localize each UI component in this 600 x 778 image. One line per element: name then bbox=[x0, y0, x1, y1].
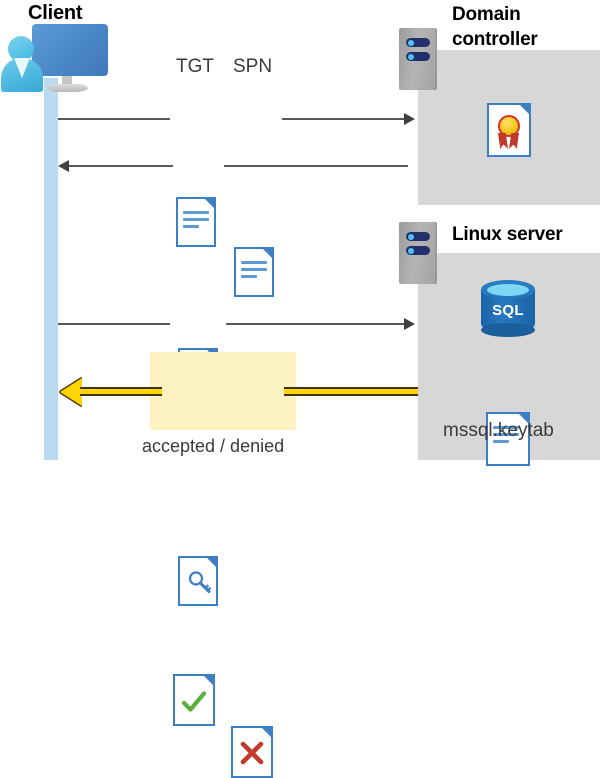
sql-label: SQL bbox=[492, 302, 524, 319]
spn-text-line-3 bbox=[241, 275, 257, 278]
accepted-document-icon bbox=[173, 674, 215, 726]
message-1-line-right bbox=[282, 118, 404, 120]
ticket-key-document-icon-2 bbox=[178, 556, 218, 606]
linux-server-led-bay-2-icon bbox=[406, 246, 430, 255]
message-1-arrowhead bbox=[404, 113, 415, 125]
client-monitor-icon bbox=[32, 24, 108, 76]
linux-server-title: Linux server bbox=[452, 224, 563, 245]
keytab-text-line-1 bbox=[493, 426, 519, 429]
sql-cylinder-bottom bbox=[481, 323, 535, 337]
certificate-medal-icon bbox=[498, 115, 520, 137]
message-2-line-right bbox=[224, 165, 408, 167]
keytab-text-line-3 bbox=[493, 440, 509, 443]
accepted-fold-corner-icon bbox=[202, 674, 215, 687]
tgt-fold-corner-icon bbox=[203, 197, 216, 210]
cross-mark-icon bbox=[240, 741, 264, 765]
client-monitor-stand-icon bbox=[62, 76, 72, 86]
key-glyph-icon-2 bbox=[188, 571, 211, 594]
check-mark-icon bbox=[181, 691, 207, 712]
message-3-arrowhead bbox=[404, 318, 415, 330]
client-user-head-icon bbox=[8, 36, 34, 62]
client-title: Client bbox=[28, 2, 83, 24]
linux-server-server-icon bbox=[399, 222, 437, 284]
sql-database-icon: SQL bbox=[481, 280, 535, 337]
tgt-document-icon bbox=[176, 197, 216, 247]
domain-controller-server-icon bbox=[399, 28, 437, 90]
spn-document-icon bbox=[234, 247, 274, 297]
server-led-bay-2-icon bbox=[406, 52, 430, 61]
server-led-bay-1-icon bbox=[406, 38, 430, 47]
keytab-document-icon bbox=[486, 412, 530, 466]
denied-fold-corner-icon bbox=[260, 726, 273, 739]
domain-controller-title-line1: Domain bbox=[452, 4, 521, 25]
domain-controller-title: Domain controller bbox=[452, 2, 592, 52]
tgt-text-line-3 bbox=[183, 225, 199, 228]
message-1-line-left bbox=[58, 118, 170, 120]
accepted-denied-highlight-box bbox=[150, 352, 296, 430]
certificate-fold-corner-icon bbox=[518, 103, 531, 116]
accepted-denied-label: accepted / denied bbox=[142, 436, 285, 456]
tgt-page-shape bbox=[176, 197, 216, 247]
client-user-collar-icon bbox=[14, 58, 30, 78]
sql-cylinder-top bbox=[481, 280, 535, 299]
client-monitor-base-icon bbox=[48, 84, 88, 92]
denied-document-icon bbox=[231, 726, 273, 778]
message-2-line-left bbox=[69, 165, 173, 167]
tgt-text-line-2 bbox=[183, 218, 209, 221]
keytab-text-line-2 bbox=[493, 433, 519, 436]
spn-text-line-2 bbox=[241, 268, 267, 271]
message-3-line-left bbox=[58, 323, 170, 325]
keytab-fold-corner-icon bbox=[517, 412, 530, 425]
certificate-document-icon bbox=[487, 103, 531, 157]
message-2-arrowhead bbox=[58, 160, 69, 172]
message-3-line-right bbox=[226, 323, 404, 325]
spn-fold-corner-icon bbox=[261, 247, 274, 260]
linux-server-led-bay-1-icon bbox=[406, 232, 430, 241]
keytab-filename-label: mssql.keytab bbox=[443, 420, 554, 441]
ticket-2-fold-corner-icon bbox=[205, 556, 218, 569]
message-4-arrowhead bbox=[60, 378, 82, 406]
message-4-line-right bbox=[284, 387, 418, 396]
domain-controller-title-line2: controller bbox=[452, 29, 538, 50]
tgt-text-line-1 bbox=[183, 211, 209, 214]
spn-label: SPN bbox=[233, 56, 273, 77]
tgt-label: TGT bbox=[176, 56, 214, 77]
client-lifeline bbox=[44, 78, 58, 460]
message-4-line-left bbox=[80, 387, 162, 396]
spn-text-line-1 bbox=[241, 261, 267, 264]
